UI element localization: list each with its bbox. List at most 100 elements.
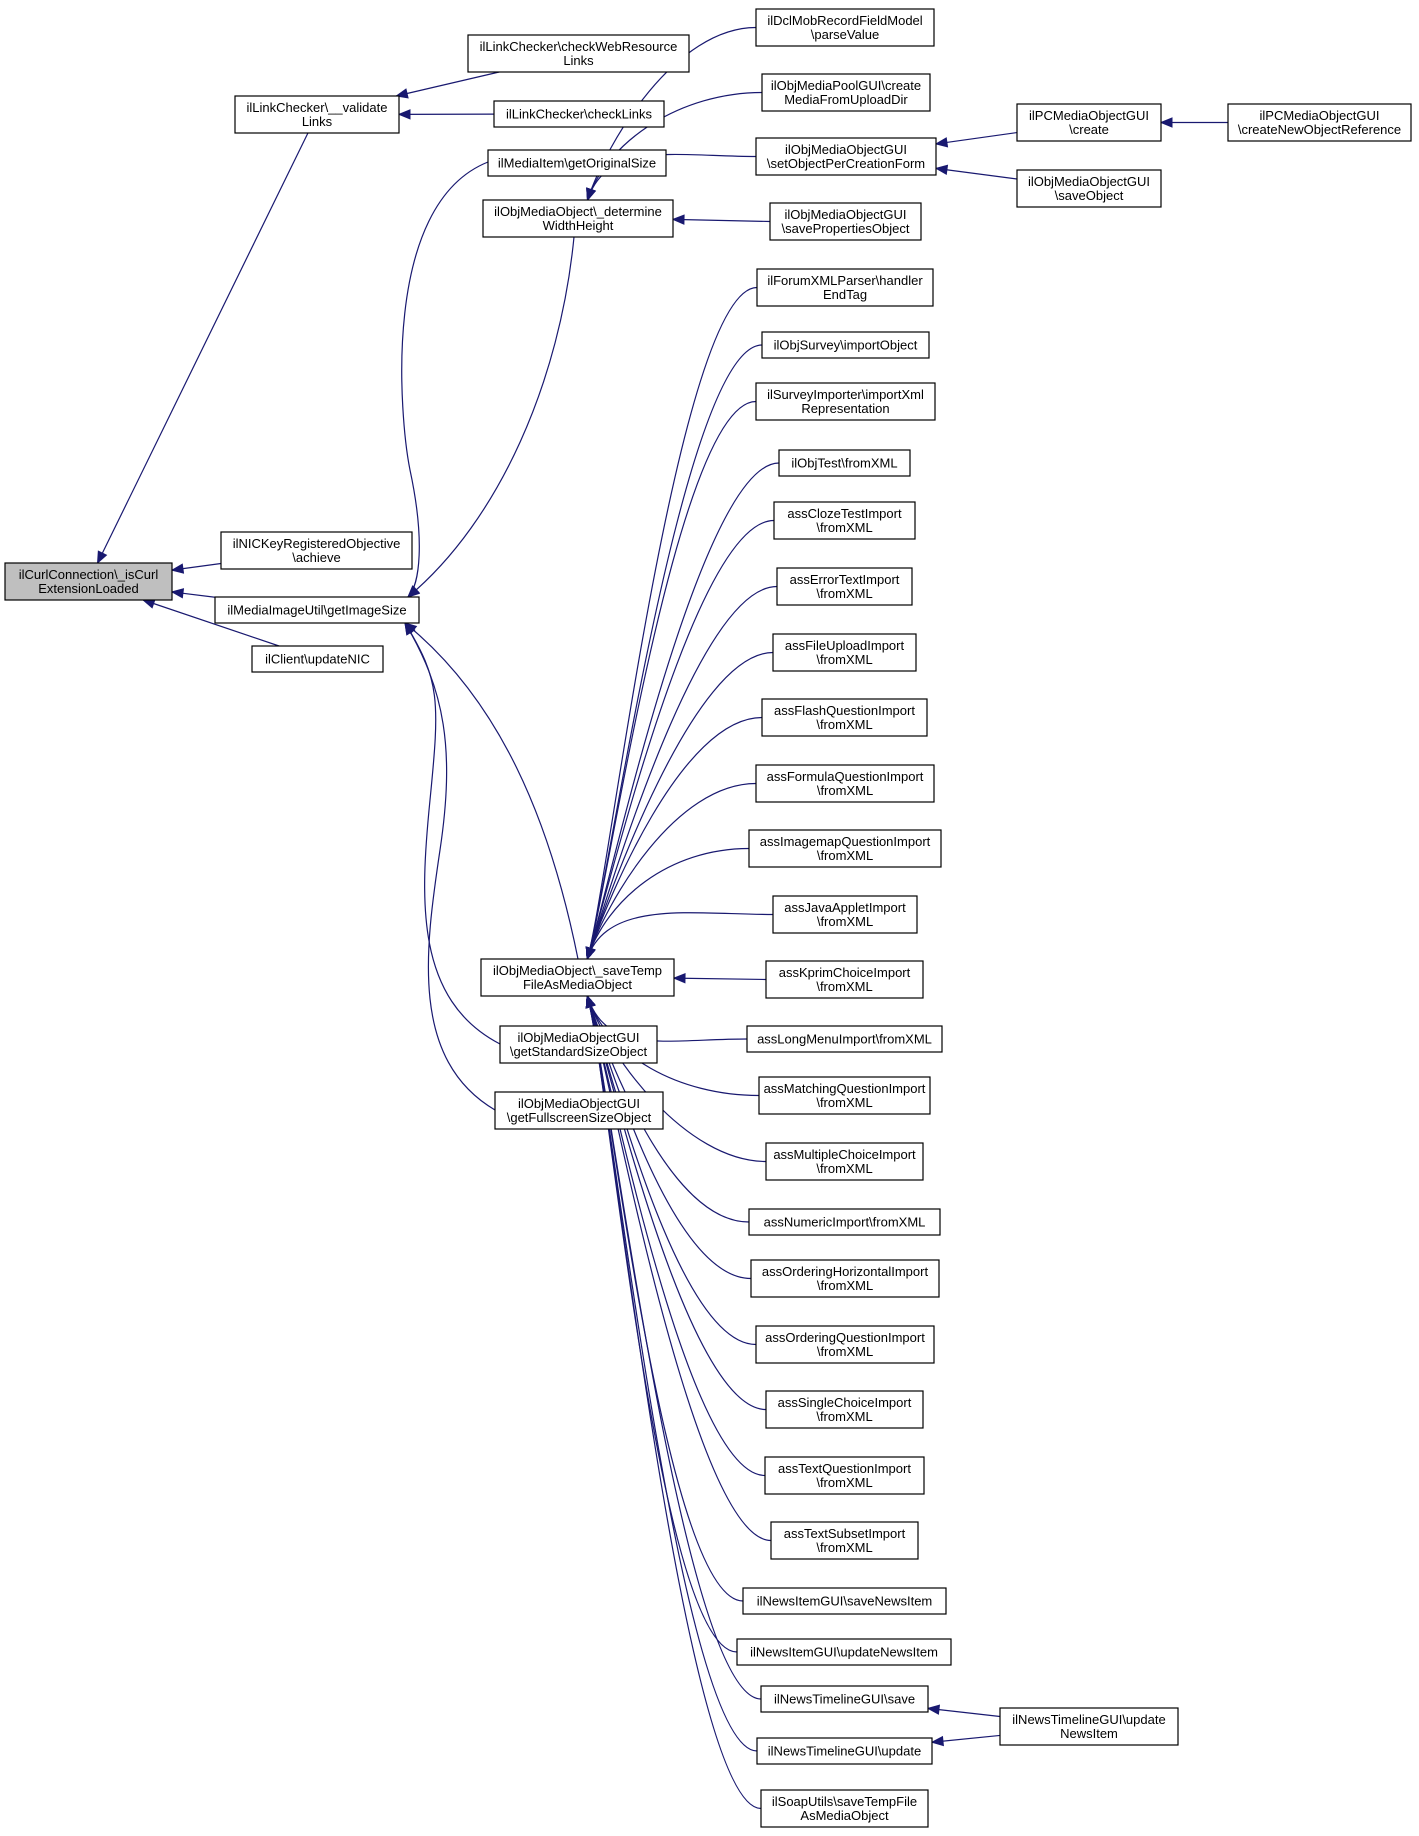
node-box[interactable]	[756, 1737, 933, 1765]
node-mi_orig[interactable]: ilMediaItem\getOriginalSize	[487, 149, 667, 177]
node-box[interactable]	[234, 95, 400, 134]
node-box[interactable]	[772, 633, 917, 672]
node-box[interactable]	[251, 645, 384, 673]
node-box[interactable]	[778, 449, 911, 477]
node-t22[interactable]: ilNewsItemGUI\saveNewsItem	[742, 1587, 947, 1615]
node-box[interactable]	[760, 1685, 929, 1713]
node-label-line: \fromXML	[816, 1095, 872, 1110]
node-box[interactable]	[742, 1587, 947, 1615]
node-t8[interactable]: assFlashQuestionImport\fromXML	[761, 698, 928, 737]
node-box[interactable]	[755, 764, 935, 803]
node-t17[interactable]: assOrderingHorizontalImport\fromXML	[750, 1259, 940, 1298]
node-box[interactable]	[772, 895, 918, 934]
node-box[interactable]	[214, 596, 420, 624]
node-box[interactable]	[1016, 103, 1162, 142]
node-label-line: WidthHeight	[543, 218, 614, 233]
node-box[interactable]	[755, 137, 937, 176]
node-t14[interactable]: assMatchingQuestionImport\fromXML	[758, 1076, 931, 1115]
node-t15[interactable]: assMultipleChoiceImport\fromXML	[765, 1142, 924, 1181]
node-t9[interactable]: assFormulaQuestionImport\fromXML	[755, 764, 935, 803]
node-label-line: \fromXML	[816, 586, 872, 601]
node-mogui_std[interactable]: ilObjMediaObjectGUI\getStandardSizeObjec…	[499, 1025, 658, 1064]
node-mogui_saveprops[interactable]: ilObjMediaObjectGUI\savePropertiesObject	[769, 202, 922, 241]
node-t6[interactable]: assErrorTextImport\fromXML	[776, 567, 913, 606]
node-box[interactable]	[494, 1091, 664, 1130]
node-label-line: ilSoapUtils\saveTempFile	[772, 1794, 917, 1809]
node-t13[interactable]: assLongMenuImport\fromXML	[746, 1025, 943, 1053]
node-lc_checklinks[interactable]: ilLinkChecker\checkLinks	[493, 100, 665, 128]
node-mi_util[interactable]: ilMediaImageUtil\getImageSize	[214, 596, 420, 624]
node-t24[interactable]: ilNewsTimelineGUI\save	[760, 1685, 929, 1713]
node-box[interactable]	[4, 562, 173, 601]
node-t16[interactable]: assNumericImport\fromXML	[748, 1208, 941, 1236]
node-box[interactable]	[761, 698, 928, 737]
node-t10[interactable]: assImagemapQuestionImport\fromXML	[748, 829, 942, 868]
node-pc_createref[interactable]: ilPCMediaObjectGUI\createNewObjectRefere…	[1227, 103, 1412, 142]
node-mo_savetemp[interactable]: ilObjMediaObject\_saveTempFileAsMediaObj…	[480, 958, 675, 997]
node-box[interactable]	[755, 382, 936, 421]
node-box[interactable]	[761, 331, 930, 359]
node-box[interactable]	[764, 1456, 925, 1495]
node-box[interactable]	[776, 567, 913, 606]
node-box[interactable]	[769, 202, 922, 241]
node-dcl_parse[interactable]: ilDclMobRecordFieldModel\parseValue	[755, 8, 935, 47]
node-t5[interactable]: assClozeTestImport\fromXML	[773, 501, 916, 540]
node-news_update[interactable]: ilNewsTimelineGUI\updateNewsItem	[999, 1707, 1179, 1746]
node-box[interactable]	[487, 149, 667, 177]
node-mogui_full[interactable]: ilObjMediaObjectGUI\getFullscreenSizeObj…	[494, 1091, 664, 1130]
node-client_update[interactable]: ilClient\updateNIC	[251, 645, 384, 673]
node-label-line: ilLinkChecker\__validate	[247, 100, 388, 115]
node-box[interactable]	[480, 958, 675, 997]
node-mogui_setper[interactable]: ilObjMediaObjectGUI\setObjectPerCreation…	[755, 137, 937, 176]
node-box[interactable]	[755, 8, 935, 47]
node-pool_create[interactable]: ilObjMediaPoolGUI\createMediaFromUploadD…	[761, 73, 931, 112]
node-t7[interactable]: assFileUploadImport\fromXML	[772, 633, 917, 672]
node-t21[interactable]: assTextSubsetImport\fromXML	[770, 1521, 919, 1560]
node-box[interactable]	[736, 1638, 952, 1666]
node-box[interactable]	[1016, 169, 1162, 208]
node-t25[interactable]: ilNewsTimelineGUI\update	[756, 1737, 933, 1765]
node-box[interactable]	[748, 1208, 941, 1236]
node-box[interactable]	[758, 1076, 931, 1115]
node-t12[interactable]: assKprimChoiceImport\fromXML	[765, 960, 924, 999]
node-box[interactable]	[746, 1025, 943, 1053]
node-label-line: ilClient\updateNIC	[265, 652, 370, 667]
node-label-line: ilObjMediaObject\_determine	[494, 204, 662, 219]
node-t2[interactable]: ilObjSurvey\importObject	[761, 331, 930, 359]
node-box[interactable]	[220, 531, 413, 570]
node-box[interactable]	[499, 1025, 658, 1064]
node-box[interactable]	[755, 1325, 935, 1364]
node-t11[interactable]: assJavaAppletImport\fromXML	[772, 895, 918, 934]
node-box[interactable]	[760, 1789, 929, 1828]
node-t20[interactable]: assTextQuestionImport\fromXML	[764, 1456, 925, 1495]
node-box[interactable]	[482, 199, 674, 238]
node-box[interactable]	[765, 1142, 924, 1181]
node-box[interactable]	[756, 268, 934, 307]
node-t18[interactable]: assOrderingQuestionImport\fromXML	[755, 1325, 935, 1364]
node-box[interactable]	[467, 34, 690, 73]
node-t23[interactable]: ilNewsItemGUI\updateNewsItem	[736, 1638, 952, 1666]
node-box[interactable]	[493, 100, 665, 128]
node-nic_achieve[interactable]: ilNICKeyRegisteredObjective\achieve	[220, 531, 413, 570]
node-t4[interactable]: ilObjTest\fromXML	[778, 449, 911, 477]
node-box[interactable]	[765, 1390, 924, 1429]
node-box[interactable]	[999, 1707, 1179, 1746]
node-box[interactable]	[770, 1521, 919, 1560]
node-pc_create[interactable]: ilPCMediaObjectGUI\create	[1016, 103, 1162, 142]
node-box[interactable]	[750, 1259, 940, 1298]
node-t19[interactable]: assSingleChoiceImport\fromXML	[765, 1390, 924, 1429]
node-box[interactable]	[748, 829, 942, 868]
node-box[interactable]	[1227, 103, 1412, 142]
node-box[interactable]	[761, 73, 931, 112]
node-box[interactable]	[773, 501, 916, 540]
edge-t6-to-mo_savetemp	[585, 585, 778, 961]
node-mogui_saveobj[interactable]: ilObjMediaObjectGUI\saveObject	[1016, 169, 1162, 208]
node-box[interactable]	[765, 960, 924, 999]
